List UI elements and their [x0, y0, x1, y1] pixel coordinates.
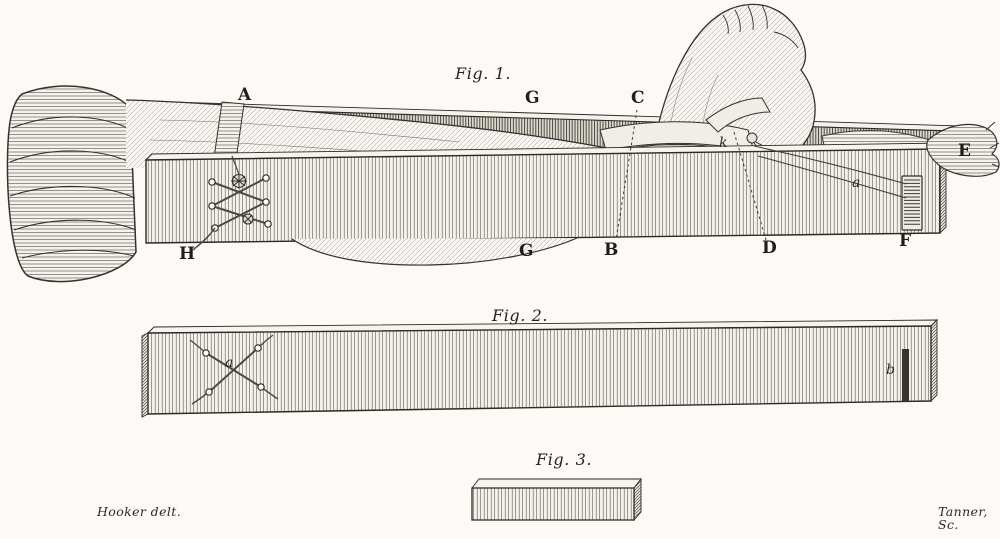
fig1-traction-cords [753, 145, 907, 199]
fig1-lacing [192, 155, 272, 251]
fig2-slot-b [902, 349, 909, 401]
fig2-cross-lacing [189, 334, 279, 405]
fig1-label-H: H [179, 244, 196, 264]
fig2-drawing [141, 318, 939, 418]
fig2-caption: Fig. 2. [492, 306, 549, 325]
fig1-label-A: A [238, 85, 252, 105]
fig1-knotted-cloth-E [926, 121, 1000, 177]
fig1-caption: Fig. 1. [455, 64, 512, 83]
fig1-label-D: D [762, 238, 778, 258]
fig1-label-F: F [899, 231, 912, 251]
fig1-label-k: k [719, 135, 728, 151]
fig1-front-splint-board [144, 141, 948, 244]
fig2-label-b: b [886, 362, 895, 378]
fig1-rack-F [901, 175, 923, 231]
fig2-label-a: a [225, 355, 234, 371]
fig1-drawing [6, 3, 1000, 283]
fig1-label-a: a [852, 175, 861, 191]
fig3-drawing [471, 477, 642, 522]
fig2-splint-board [141, 318, 939, 418]
fig3-caption: Fig. 3. [536, 450, 593, 469]
engraver-credit: Tanner, Sc. [938, 504, 988, 532]
artist-credit: Hooker delt. [97, 504, 182, 519]
fig1-label-G-top: G [525, 88, 541, 108]
fig1-label-E: E [958, 141, 972, 161]
fig1-label-C: C [631, 88, 646, 108]
fig1-rolled-cloth-stump [6, 85, 137, 283]
fig1-label-B: B [604, 240, 619, 260]
fig1-label-G-bottom: G [519, 241, 535, 261]
fig1-flesh-under-board [291, 237, 578, 266]
